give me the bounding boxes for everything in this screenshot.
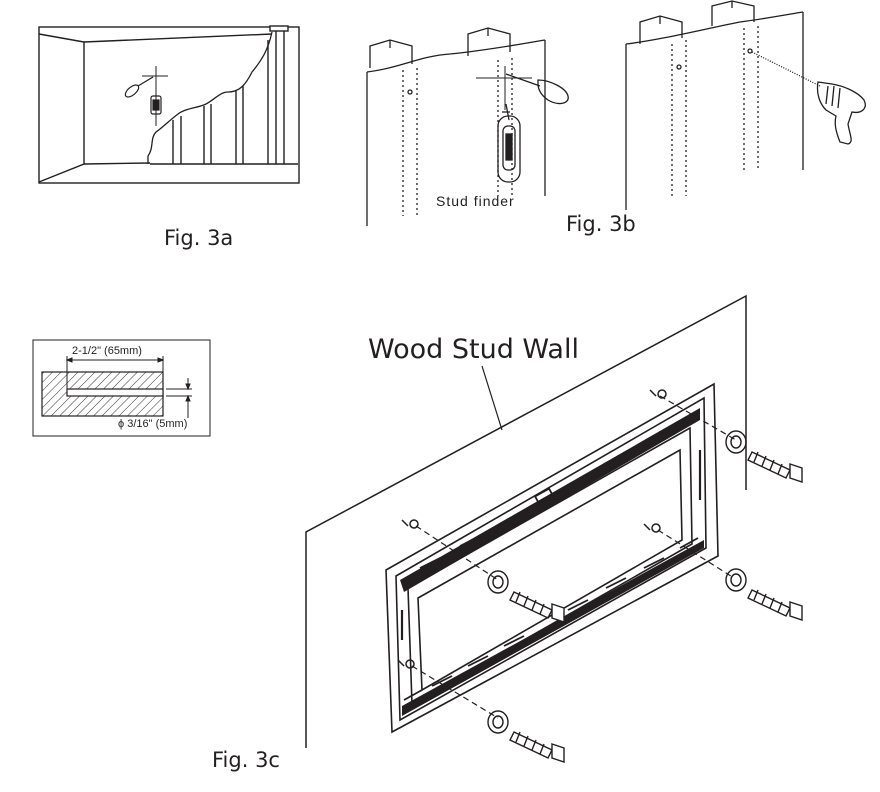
wood-stud-wall-label: Wood Stud Wall — [368, 334, 579, 365]
fig-3b-caption: Fig. 3b — [566, 212, 636, 236]
fig-3a-room-illustration — [38, 25, 300, 184]
washer-icon — [725, 568, 747, 592]
room-frame — [38, 26, 300, 184]
fig-3a-caption: Fig. 3a — [164, 226, 234, 250]
drill-diameter-label: ϕ 3/16" (5mm) — [118, 418, 188, 430]
detail-frame — [32, 339, 211, 437]
wall-label-leader — [481, 365, 503, 431]
screwdriver-icon — [124, 76, 154, 98]
washer-icon — [487, 570, 509, 594]
plate-inner-opening — [407, 426, 693, 706]
drill-depth-detail — [32, 339, 211, 437]
fig-3b-left-wall-panel — [366, 27, 546, 226]
mounting-slots-bottom — [403, 537, 699, 701]
stud-finder-label: Stud finder — [436, 193, 515, 209]
washer-icon — [725, 430, 747, 454]
wall-mount-plate — [385, 382, 719, 734]
fig-3b-right-wall-panel — [625, 0, 804, 210]
fig-3c-wood-stud-wall — [305, 294, 747, 748]
lag-bolt-assembly-4 — [487, 710, 565, 763]
screwdriver-icon — [505, 73, 569, 105]
lag-bolt-icon — [509, 731, 565, 763]
stud-finder-icon — [497, 103, 521, 183]
mounting-slots-top — [419, 413, 697, 569]
room-left-wall — [38, 33, 85, 183]
lag-bolt-icon — [747, 451, 803, 483]
bolt-alignment-lines — [411, 395, 737, 719]
lag-bolt-icon — [747, 589, 803, 621]
lag-bolt-assembly-3 — [725, 568, 803, 621]
washer-icon — [487, 710, 509, 734]
fig-3c-caption: Fig. 3c — [212, 748, 280, 772]
wall-outline — [305, 294, 747, 748]
pilot-hole — [66, 388, 164, 397]
plate-outer-frame — [385, 382, 719, 734]
lag-bolt-assembly-1 — [725, 430, 803, 483]
drill-depth-label: 2-1/2" (65mm) — [72, 345, 142, 357]
lag-bolt-assembly-2 — [487, 570, 565, 623]
lag-bolt-icon — [509, 591, 565, 623]
power-drill-icon — [751, 51, 866, 145]
stud-finder-icon — [150, 95, 162, 115]
